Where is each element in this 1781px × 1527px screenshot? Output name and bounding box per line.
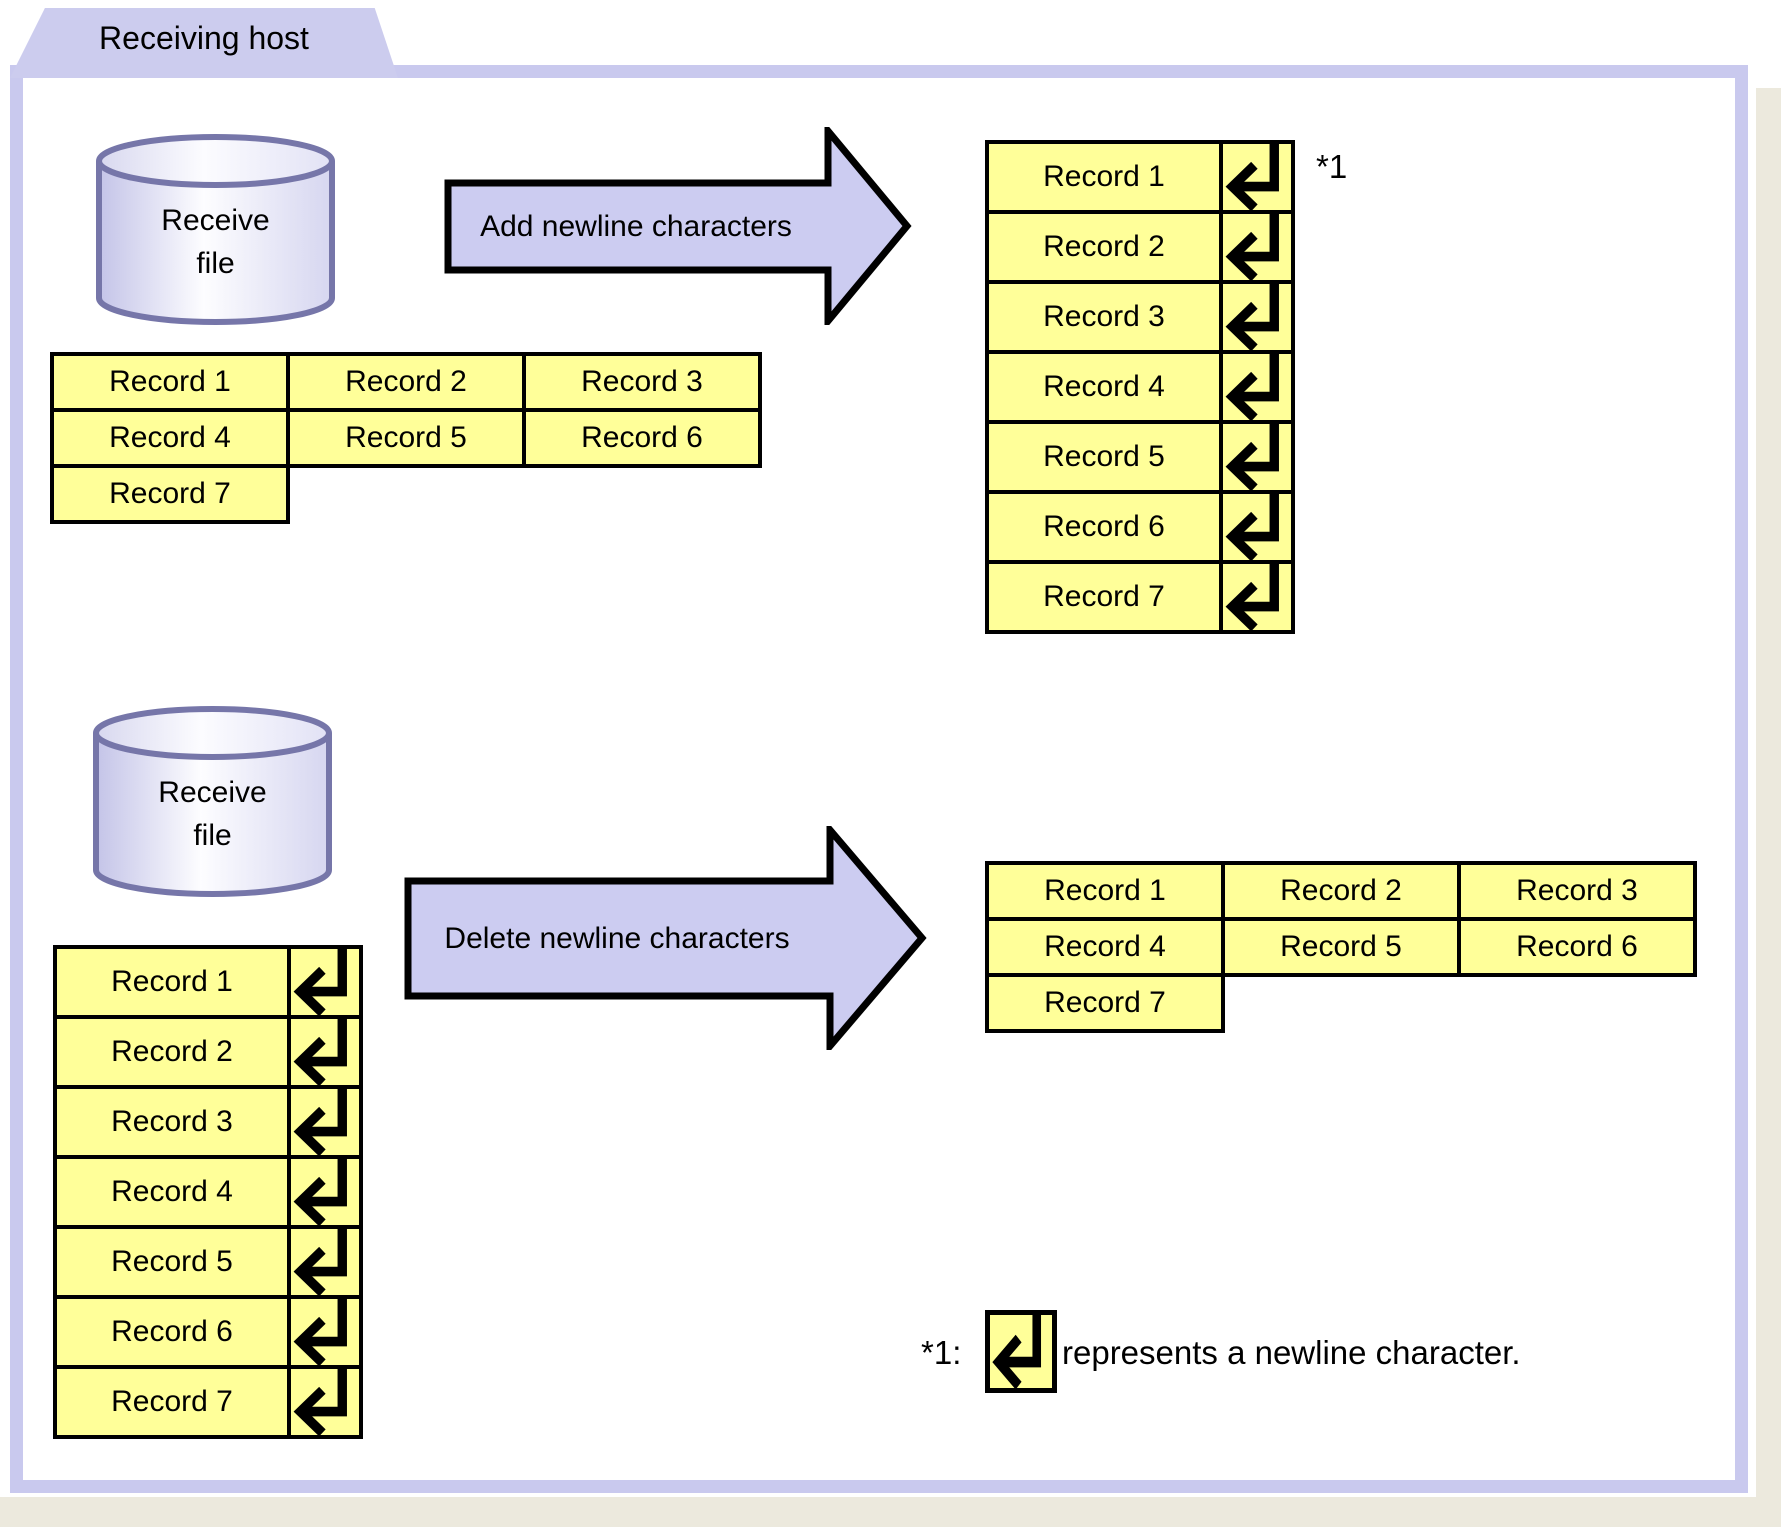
record-cell: Record 5 — [286, 408, 526, 468]
record-cell: Record 2 — [985, 210, 1223, 284]
record-cell: Record 1 — [985, 861, 1225, 921]
newline-icon — [1225, 214, 1279, 280]
newline-icon — [293, 1089, 347, 1155]
legend-newline-box — [985, 1310, 1057, 1393]
newline-cell — [1219, 210, 1295, 284]
newline-cell — [1219, 490, 1295, 564]
newline-cell — [287, 1295, 363, 1369]
newline-cell — [287, 1085, 363, 1159]
record-row: Record 1 — [53, 945, 363, 1019]
newline-icon — [1225, 424, 1279, 490]
record-cell: Record 3 — [985, 280, 1223, 354]
newline-icon — [293, 1159, 347, 1225]
add-newline-arrow — [444, 127, 912, 325]
newline-icon — [1225, 564, 1279, 630]
record-cell: Record 3 — [522, 352, 762, 412]
newline-icon — [1225, 494, 1279, 560]
record-row: Record 5 — [985, 420, 1295, 494]
record-row: Record 6 — [53, 1295, 363, 1369]
record-cell: Record 7 — [985, 560, 1223, 634]
record-row: Record 1 — [985, 140, 1295, 214]
receive-file-cylinder-bottom — [93, 706, 332, 897]
record-cell: Record 4 — [985, 350, 1223, 424]
newline-cell — [1219, 140, 1295, 214]
record-cell: Record 2 — [1221, 861, 1461, 921]
newline-cell — [287, 1015, 363, 1089]
receive-file-label-bottom: Receive file — [158, 776, 267, 852]
record-cell: Record 5 — [985, 420, 1223, 494]
record-row: Record 4 — [53, 1155, 363, 1229]
record-row: Record 3 — [985, 280, 1295, 354]
record-cell: Record 7 — [985, 973, 1225, 1033]
record-row: Record 4 — [985, 350, 1295, 424]
receive-file-cylinder-top — [96, 134, 335, 325]
newline-cell — [287, 1365, 363, 1439]
record-cell: Record 3 — [1457, 861, 1697, 921]
newline-cell — [287, 1155, 363, 1229]
record-cell: Record 4 — [50, 408, 290, 468]
newline-icon — [293, 1369, 347, 1435]
record-row: Record 6 — [985, 490, 1295, 564]
newline-icon — [1225, 144, 1279, 210]
legend-marker: *1: — [921, 1334, 962, 1371]
newline-icon — [1225, 354, 1279, 420]
record-cell: Record 3 — [53, 1085, 291, 1159]
record-cell: Record 5 — [53, 1225, 291, 1299]
record-cell: Record 6 — [522, 408, 762, 468]
newline-cell — [287, 945, 363, 1019]
record-cell: Record 1 — [53, 945, 291, 1019]
record-cell: Record 7 — [50, 464, 290, 524]
footnote-marker: *1 — [1316, 148, 1348, 185]
newline-cell — [287, 1225, 363, 1299]
page-background-right — [1756, 88, 1781, 1527]
newline-icon — [992, 1315, 1042, 1388]
record-cell: Record 2 — [286, 352, 526, 412]
record-cell: Record 6 — [53, 1295, 291, 1369]
delete-newline-arrow-label: Delete newline characters — [444, 921, 790, 955]
receiving-host-tab: Receiving host — [10, 8, 398, 78]
newline-cell — [1219, 420, 1295, 494]
record-row: Record 7 — [985, 560, 1295, 634]
newline-cell — [1219, 280, 1295, 354]
delete-newline-arrow — [404, 826, 927, 1050]
record-row: Record 5 — [53, 1225, 363, 1299]
record-row: Record 2 — [53, 1015, 363, 1089]
newline-icon — [293, 949, 347, 1015]
record-cell: Record 4 — [985, 917, 1225, 977]
newline-icon — [293, 1229, 347, 1295]
legend-text: represents a newline character. — [1062, 1334, 1521, 1371]
record-cell: Record 4 — [53, 1155, 291, 1229]
record-cell: Record 2 — [53, 1015, 291, 1089]
record-cell: Record 5 — [1221, 917, 1461, 977]
record-cell: Record 7 — [53, 1365, 291, 1439]
newline-cell — [1219, 350, 1295, 424]
record-table-row: Record 7 — [985, 973, 1697, 1033]
newline-icon — [1225, 284, 1279, 350]
record-row: Record 3 — [53, 1085, 363, 1159]
record-row: Record 7 — [53, 1365, 363, 1439]
record-row: Record 2 — [985, 210, 1295, 284]
newline-icon — [293, 1019, 347, 1085]
page-background-bottom — [0, 1497, 1781, 1527]
receiving-host-tab-label: Receiving host — [99, 19, 309, 56]
newline-icon — [293, 1299, 347, 1365]
record-cell: Record 1 — [50, 352, 290, 412]
record-cell: Record 1 — [985, 140, 1223, 214]
newline-cell — [1219, 560, 1295, 634]
add-newline-arrow-label: Add newline characters — [480, 209, 792, 243]
receive-file-label-top: Receive file — [161, 204, 270, 280]
record-cell: Record 6 — [985, 490, 1223, 564]
record-table-row: Record 7 — [50, 464, 762, 524]
record-cell: Record 6 — [1457, 917, 1697, 977]
